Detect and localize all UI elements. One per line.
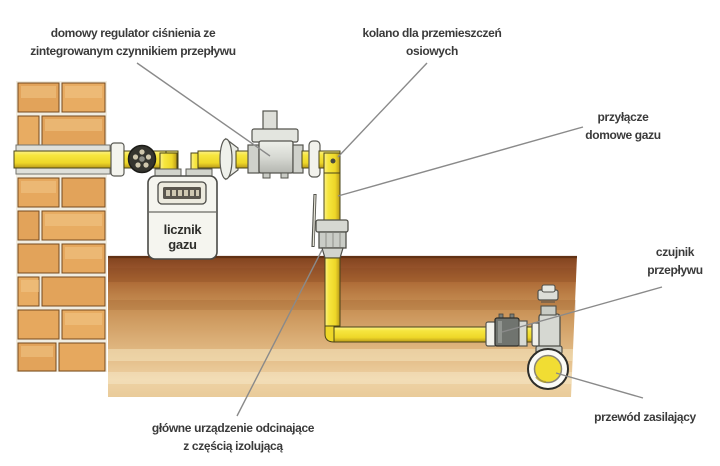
leader-przewod: [555, 372, 644, 399]
meter-label: licznik gazu: [163, 222, 202, 252]
flange-disc: [308, 140, 321, 178]
isolating-shutoff-valve: [311, 193, 349, 259]
leader-kolano: [337, 62, 428, 158]
pipe-elbow-to-meter: [154, 150, 182, 179]
gas-meter: [147, 175, 218, 260]
label-regulator: domowy regulator ciśnienia ze zintegrowa…: [30, 26, 236, 58]
label-main-shutoff: główne urządzenie odcinające z częścią i…: [151, 421, 315, 453]
axial-elbow: [318, 150, 341, 176]
label-flow-sensor: czujnik przepływu: [647, 245, 703, 277]
underground-pipe-elbow: [324, 325, 489, 343]
leader-glowne: [236, 249, 323, 417]
label-service-connection: przyłącze domowe gazu: [585, 110, 661, 142]
label-supply-main: przewód zasilający: [594, 410, 696, 424]
wall-flange: [110, 142, 125, 177]
label-axial-elbow: kolano dla przemieszczeń osiowych: [362, 26, 502, 58]
buried-riser-pipe: [324, 257, 341, 335]
brick-wall: [16, 81, 107, 372]
cone-flange: [219, 137, 239, 181]
meter-display-digits: [166, 190, 199, 196]
leader-lines: [136, 62, 663, 417]
flow-sensor: [485, 313, 541, 347]
handwheel-valve: [123, 144, 167, 174]
service-riser-pipe: [323, 172, 341, 223]
pipe-through-wall: [13, 150, 125, 169]
supply-main-pipe: [527, 348, 569, 390]
leader-przylacze: [337, 126, 584, 197]
pressure-regulator: [247, 110, 304, 179]
leader-regulator: [136, 62, 271, 157]
leader-czujnik: [501, 286, 663, 333]
